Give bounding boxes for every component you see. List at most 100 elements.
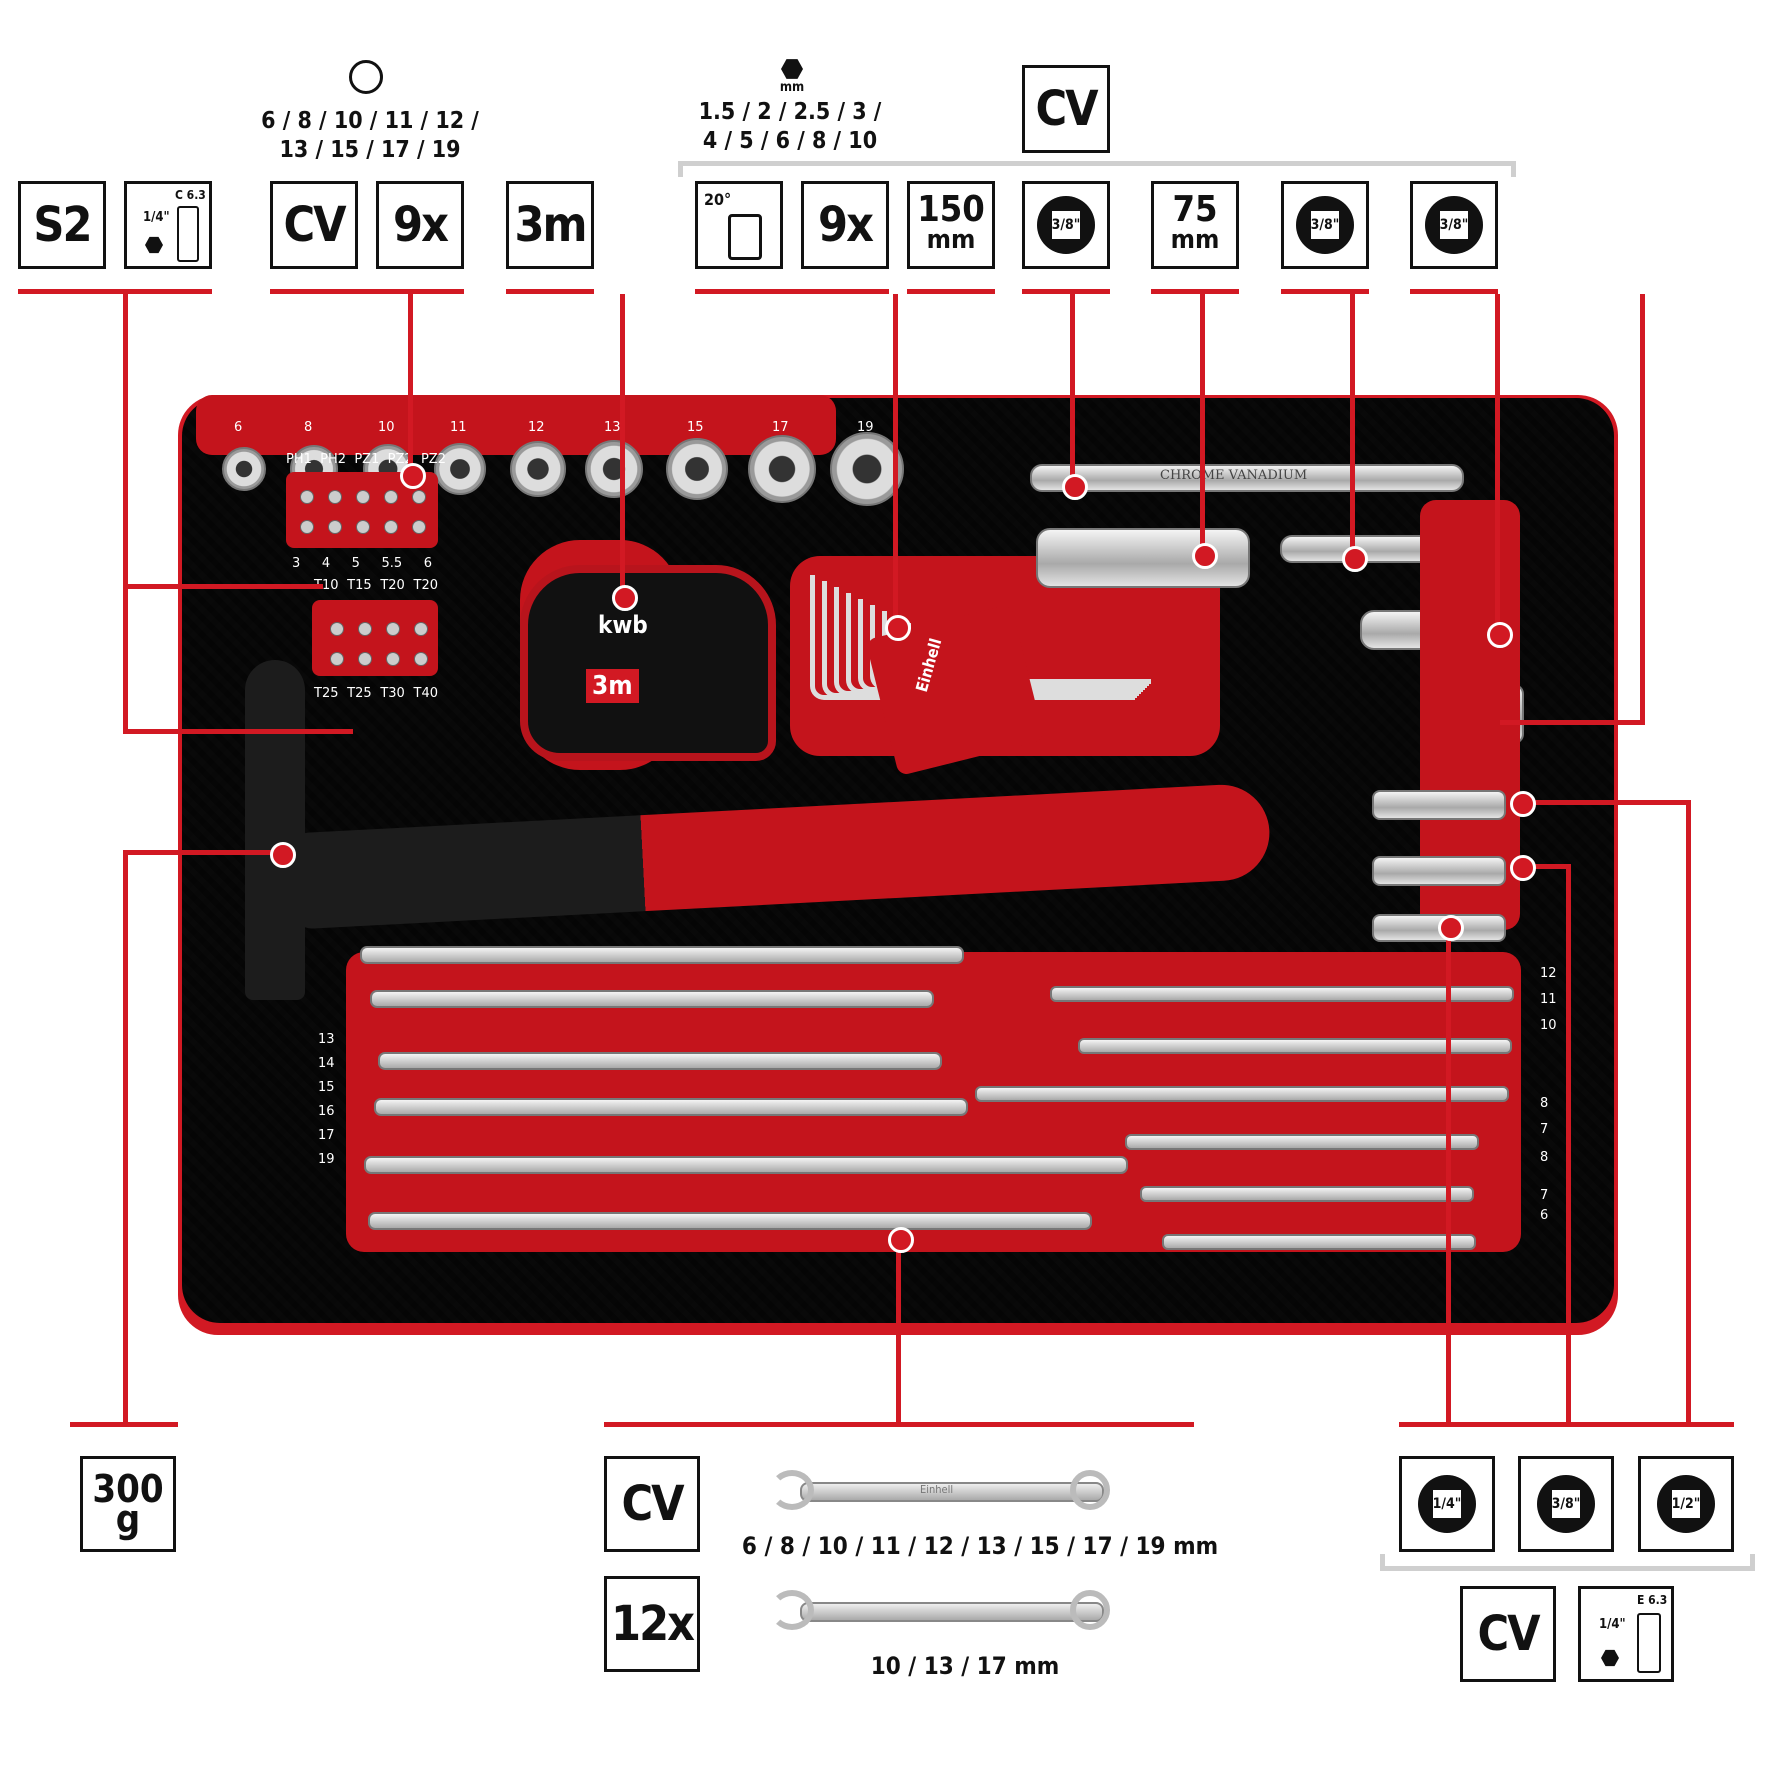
- extension-150: [1030, 464, 1464, 492]
- callout-line: [270, 289, 464, 294]
- ratchet-group-bracket: [678, 161, 1516, 166]
- callout-line: [695, 289, 889, 294]
- hammer-weight-value: 300: [92, 1467, 164, 1511]
- bit-adapter-1: [1372, 790, 1506, 820]
- bit-label: PZ1: [354, 452, 380, 467]
- bit-label: T20: [413, 578, 438, 593]
- socket: [510, 441, 566, 497]
- bit-label: PH2: [320, 452, 347, 467]
- wrench-size-label: 11: [1540, 992, 1557, 1007]
- screwdriver-bit: [330, 622, 344, 636]
- callout-line: [1151, 289, 1239, 294]
- wrench-size-label: 13: [318, 1032, 335, 1047]
- socket-icon: [349, 60, 383, 94]
- square-drive-icon: 3/8": [1537, 1475, 1595, 1533]
- screwdriver-bit: [330, 652, 344, 666]
- ratchet-cv-box: CV: [1022, 65, 1110, 153]
- extension-long-box: 150 mm: [907, 181, 995, 269]
- adapter-cv-box: CV: [1460, 1586, 1556, 1682]
- s2-material-box: S2: [18, 181, 106, 269]
- bit-holder-icon: [1637, 1613, 1661, 1673]
- socket-size-label: 13: [604, 420, 621, 435]
- tape-label: 3m: [586, 669, 639, 703]
- callout-line: [1281, 289, 1369, 294]
- bit-label: 5: [351, 556, 360, 571]
- extension-short-value: 75: [1172, 189, 1218, 230]
- square-drive-icon: 1/4": [1418, 1475, 1476, 1533]
- tape-length-box: 3m: [506, 181, 594, 269]
- screwdriver-bit: [356, 520, 370, 534]
- adapter-box-1: 3/8": [1022, 181, 1110, 269]
- screwdriver-bit: [358, 622, 372, 636]
- screwdriver-bit: [414, 652, 428, 666]
- wrench: [378, 1052, 942, 1070]
- wrench: [368, 1212, 1092, 1230]
- bit-label: PZ2: [387, 452, 413, 467]
- bit-label: T10: [314, 578, 339, 593]
- socket-slot: [196, 395, 836, 455]
- hex-key-angle-icon: [728, 214, 762, 260]
- callout-dot: [270, 842, 296, 868]
- bit-label: 5.5: [381, 556, 403, 571]
- wrench-size-label: 8: [1540, 1096, 1549, 1111]
- screwdriver-bit: [386, 622, 400, 636]
- wrench: [1162, 1234, 1476, 1250]
- adapter-box-3: 3/8": [1410, 181, 1498, 269]
- bit-label: PZ2: [420, 452, 446, 467]
- hex-count-box: 9x: [801, 181, 889, 269]
- wrench-size-label: 8: [1540, 1150, 1549, 1165]
- callout-dot: [400, 463, 426, 489]
- wrench: [364, 1156, 1128, 1174]
- bit-holder-type: C 6.3: [175, 188, 206, 202]
- drive-box-1: 1/4": [1399, 1456, 1495, 1552]
- adapter-group-bracket: [1380, 1566, 1755, 1571]
- wrench-size-label: 10: [1540, 1018, 1557, 1033]
- callout-line: [1022, 289, 1110, 294]
- wrench-size-label: 7: [1540, 1188, 1549, 1203]
- extension-long-unit: mm: [926, 225, 976, 255]
- callout-dot: [612, 585, 638, 611]
- callout-dot: [1438, 915, 1464, 941]
- wrench: [1140, 1186, 1474, 1202]
- callout-dot: [885, 615, 911, 641]
- wrench-size-label: 16: [318, 1104, 335, 1119]
- wrench: [370, 990, 934, 1008]
- bit-label: 4: [321, 556, 331, 571]
- socket: [830, 432, 904, 506]
- angle-box: 20°: [695, 181, 783, 269]
- screwdriver-bit: [358, 652, 372, 666]
- screwdriver-bit: [328, 520, 342, 534]
- screwdriver-bit: [412, 520, 426, 534]
- socket: [434, 443, 486, 495]
- socket-size-label: 19: [857, 420, 874, 435]
- bit-label: T20: [380, 578, 405, 593]
- bit-label: T15: [347, 578, 372, 593]
- bit-adapter-2: [1372, 856, 1506, 886]
- socket-sizes-line1: 6 / 8 / 10 / 11 / 12 /: [261, 108, 479, 134]
- wrench-size-label: 14: [318, 1056, 335, 1071]
- tape-measure: kwb 3m: [520, 565, 776, 761]
- socket: [585, 440, 643, 498]
- socket-count-box: 9x: [376, 181, 464, 269]
- screwdriver-bit: [414, 622, 428, 636]
- screwdriver-bit: [412, 490, 426, 504]
- hex-key-brand: Einhell: [911, 636, 946, 695]
- screwdriver-bit: [384, 490, 398, 504]
- socket: [666, 438, 728, 500]
- callout-dot: [1510, 855, 1536, 881]
- hammer-weight-box: 300 g: [80, 1456, 176, 1552]
- socket-cv-box: CV: [270, 181, 358, 269]
- adapter-bit-holder-box: E 6.3 1/4": [1578, 1586, 1674, 1682]
- adapter-box-2: 3/8": [1281, 181, 1369, 269]
- bit-holder-icon: [177, 206, 199, 262]
- square-drive-icon: 1/2": [1657, 1475, 1715, 1533]
- socket-size-label: 10: [378, 420, 395, 435]
- wrench: [1078, 1038, 1512, 1054]
- callout-dot: [1342, 546, 1368, 572]
- wrench: [1050, 986, 1514, 1002]
- bit-label: 6: [423, 556, 432, 571]
- callout-line: [18, 289, 212, 294]
- ratchet-wrench-sizes: 10 / 13 / 17 mm: [870, 1652, 1060, 1680]
- socket-size-label: 8: [304, 420, 313, 435]
- screwdriver-bit: [300, 520, 314, 534]
